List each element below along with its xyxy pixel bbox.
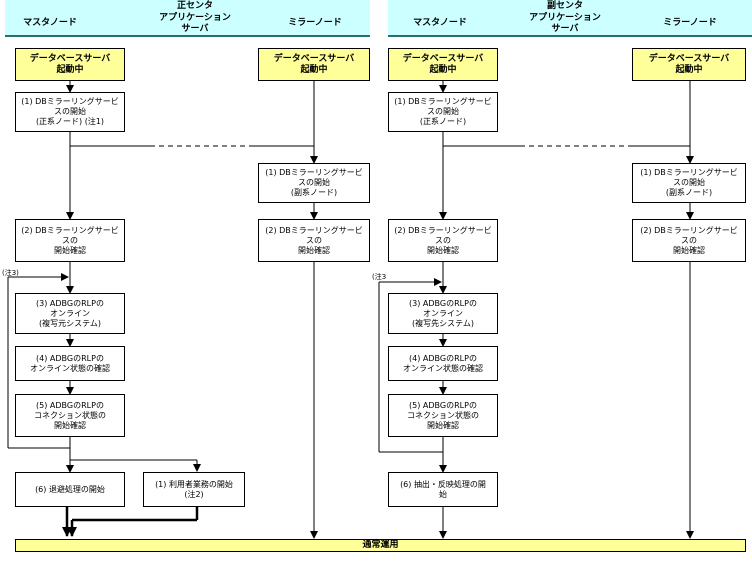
secondary-mirror-step1: (1) DBミラーリングサービ スの開始 (副系ノード) xyxy=(632,163,746,203)
primary-step5: (5) ADBGのRLPの コネクション状態の 開始確認 xyxy=(15,394,125,437)
primary-mirror-step2: (2) DBミラーリングサービ スの 開始確認 xyxy=(258,219,370,262)
primary-center-title: 正センタ xyxy=(176,1,213,11)
primary-mirror-db-start: データベースサーバ 起動中 xyxy=(258,48,370,81)
secondary-center-header xyxy=(388,0,752,37)
secondary-master-step2: (2) DBミラーリングサービ スの 開始確認 xyxy=(388,219,498,262)
secondary-mirror-db-start: データベースサーバ 起動中 xyxy=(632,48,746,81)
secondary-center-title: 副センタ xyxy=(546,1,583,11)
primary-col-master: マスタノード xyxy=(23,18,77,28)
secondary-master-db-start: データベースサーバ 起動中 xyxy=(388,48,498,81)
primary-col-app: アプリケーション サーバ xyxy=(159,13,231,34)
primary-master-step1: (1) DBミラーリングサービ スの開始 (正系ノード) (注1) xyxy=(15,92,125,132)
secondary-step3: (3) ADBGのRLPの オンライン (複写先システム) xyxy=(388,293,498,334)
primary-center-header xyxy=(5,0,370,37)
secondary-col-mirror: ミラーノード xyxy=(663,18,717,28)
secondary-col-app: アプリケーション サーバ xyxy=(529,13,601,34)
primary-note3: (注3) xyxy=(2,269,19,277)
primary-col-mirror: ミラーノード xyxy=(288,18,342,28)
primary-step3: (3) ADBGのRLPの オンライン (複写元システム) xyxy=(15,293,125,334)
normal-operation-band: 通常運用 xyxy=(15,539,746,552)
primary-step6: (6) 退避処理の開始 xyxy=(15,472,125,507)
primary-master-step2: (2) DBミラーリングサービ スの 開始確認 xyxy=(15,219,125,262)
primary-app-step1: (1) 利用者業務の開始 (注2) xyxy=(143,472,245,507)
secondary-step6: (6) 抽出・反映処理の開 始 xyxy=(388,472,498,507)
secondary-col-master: マスタノード xyxy=(413,18,467,28)
secondary-step5: (5) ADBGのRLPの コネクション状態の 開始確認 xyxy=(388,394,498,437)
primary-mirror-step1: (1) DBミラーリングサービ スの開始 (副系ノード) xyxy=(258,163,370,203)
primary-master-db-start: データベースサーバ 起動中 xyxy=(15,48,125,81)
secondary-step4: (4) ADBGのRLPの オンライン状態の確認 xyxy=(388,346,498,381)
primary-step4: (4) ADBGのRLPの オンライン状態の確認 xyxy=(15,346,125,381)
secondary-note3: (注3 xyxy=(372,273,387,281)
secondary-mirror-step2: (2) DBミラーリングサービ スの 開始確認 xyxy=(632,219,746,262)
secondary-master-step1: (1) DBミラーリングサービ スの開始 (正系ノード) xyxy=(388,92,498,132)
